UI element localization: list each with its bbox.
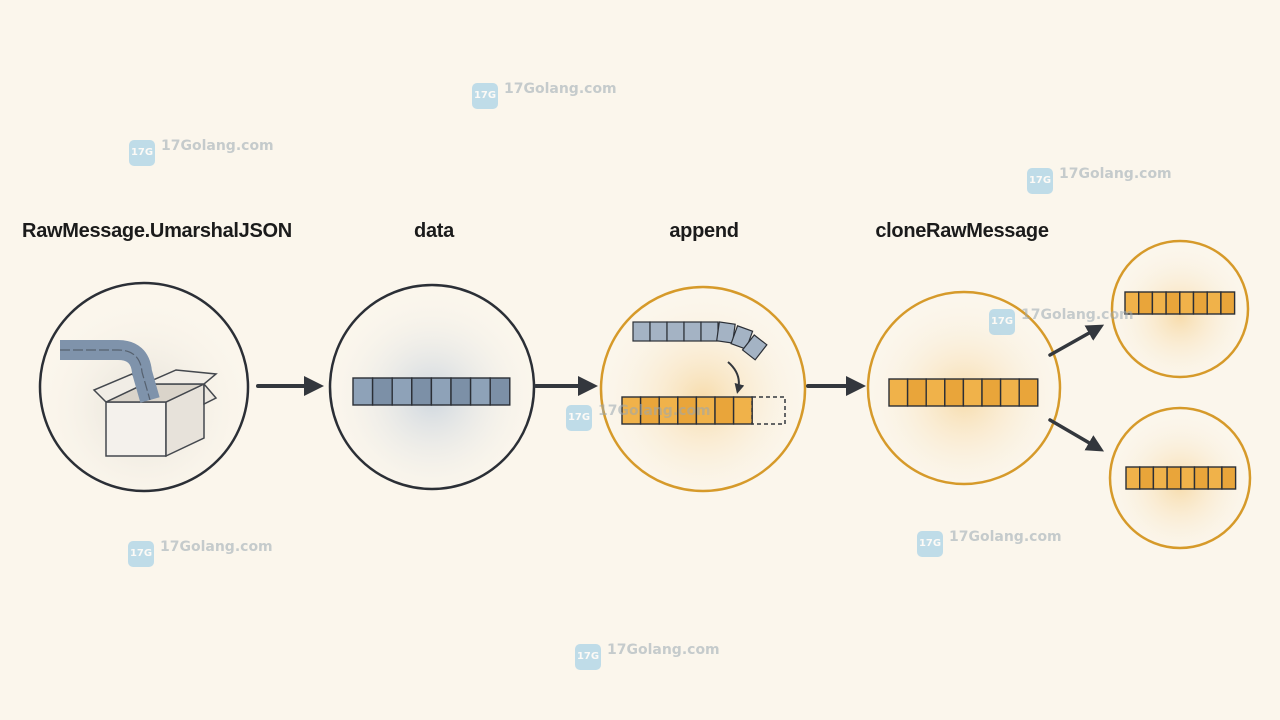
byte-cell [714, 396, 735, 425]
byte-cell [391, 377, 413, 406]
byte-cell [1207, 466, 1223, 490]
byte-cell [1137, 291, 1154, 315]
byte-cell [430, 377, 452, 406]
stage-clone [866, 290, 1062, 486]
watermark: 17G 17Golang.com [472, 81, 622, 111]
byte-cell [906, 378, 927, 407]
17golang-logo-icon: 17G [472, 83, 498, 109]
watermark: 17G 17Golang.com [989, 307, 1139, 337]
append-byte-buffer [621, 396, 753, 425]
byte-cell [944, 378, 965, 407]
data-byte-buffer [352, 377, 511, 406]
byte-cell [999, 378, 1020, 407]
byte-cell [666, 321, 685, 342]
byte-cell [489, 377, 511, 406]
17golang-logo-icon: 17G [1027, 168, 1053, 194]
byte-cell [1125, 466, 1141, 490]
17golang-logo-icon: 17G [575, 644, 601, 670]
byte-cell [469, 377, 491, 406]
append-circle [599, 285, 807, 493]
byte-cell [1192, 291, 1208, 315]
label-clone: cloneRawMessage [875, 220, 1049, 242]
byte-cell [649, 321, 668, 342]
watermark: 17G 17Golang.com [575, 642, 725, 672]
byte-cell [1220, 291, 1236, 315]
appended-empty-slot [751, 396, 786, 425]
byte-cell [1180, 466, 1196, 490]
byte-cell [1152, 466, 1168, 490]
byte-cell [683, 321, 702, 342]
label-data: data [414, 220, 454, 242]
incoming-byte-strip [632, 321, 768, 361]
copy-top-byte-buffer [1124, 291, 1236, 315]
byte-cell [888, 378, 909, 407]
byte-cell [1165, 291, 1181, 315]
stage-unmarshal [38, 281, 250, 493]
watermark: 17G 17Golang.com [128, 539, 278, 569]
byte-cell [732, 396, 753, 425]
byte-cell [1221, 466, 1237, 490]
stage-copy-bottom [1108, 406, 1252, 550]
arrow-clone-to-copy-bottom [1048, 418, 1105, 452]
label-append: append [669, 220, 739, 242]
byte-cell [450, 377, 472, 406]
17golang-logo-icon: 17G [566, 405, 592, 431]
byte-cell [1018, 378, 1039, 407]
watermark: 17G 17Golang.com [129, 138, 279, 168]
byte-cell [716, 321, 736, 344]
byte-cell [981, 378, 1002, 407]
watermark: 17G 17Golang.com [917, 529, 1067, 559]
clone-byte-buffer [888, 378, 1039, 407]
stage-data [328, 283, 536, 491]
byte-cell [1193, 466, 1209, 490]
byte-cell [925, 378, 946, 407]
byte-cell [1206, 291, 1222, 315]
byte-cell [1138, 466, 1155, 490]
copy-bottom-byte-buffer [1125, 466, 1237, 490]
byte-cell [962, 378, 983, 407]
append-curve-arrow [727, 361, 745, 394]
stage-append [599, 285, 807, 493]
byte-cell [632, 321, 651, 342]
arrow-clone-to-copy-top [1048, 324, 1105, 357]
byte-cell [700, 321, 719, 342]
label-unmarshal: RawMessage.UmarshalJSON [22, 220, 292, 242]
17golang-logo-icon: 17G [128, 541, 154, 567]
watermark: 17G 17Golang.com [566, 403, 716, 433]
byte-cell [371, 377, 393, 406]
17golang-logo-icon: 17G [917, 531, 943, 557]
byte-cell [411, 377, 433, 406]
byte-cell [1151, 291, 1167, 315]
byte-cell [1166, 466, 1182, 490]
stage-copy-top [1110, 239, 1250, 379]
watermark: 17G 17Golang.com [1027, 166, 1177, 196]
17golang-logo-icon: 17G [989, 309, 1015, 335]
byte-cell [352, 377, 374, 406]
byte-cell [1179, 291, 1195, 315]
byte-cell [741, 334, 768, 361]
17golang-logo-icon: 17G [129, 140, 155, 166]
